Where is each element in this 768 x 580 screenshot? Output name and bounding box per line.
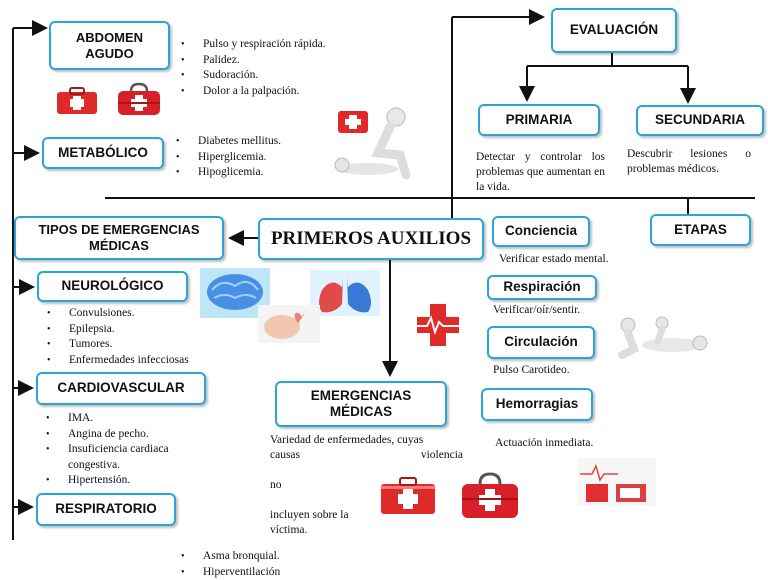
list-item: Insuficiencia cardiaca congestiva. [68,442,218,473]
list-item: Dolor a la palpación. [203,84,326,100]
metabolico-list: Diabetes mellitus. Hiperglicemia. Hipogl… [170,134,281,181]
circulacion-label: Circulación [504,334,578,350]
neurologico-label: NEUROLÓGICO [61,278,163,294]
list-item: Asma bronquial. [203,549,280,565]
list-item: Convulsiones. [69,306,189,322]
list-item: IMA. [68,411,218,427]
heart-pulse-icon [413,300,463,350]
cardiovascular-box: CARDIOVASCULAR [36,372,206,405]
neurologico-box: NEUROLÓGICO [37,271,188,302]
emergencias-medicas-box: EMERGENCIAS MÉDICAS [275,381,447,427]
first-aid-kit-icon [458,470,522,522]
tipos-emergencias-label: TIPOS DE EMERGENCIAS MÉDICAS [19,222,219,253]
etapas-box: ETAPAS [650,214,751,246]
tipos-emergencias-box: TIPOS DE EMERGENCIAS MÉDICAS [14,216,224,260]
primaria-box: PRIMARIA [478,104,600,136]
conciencia-desc: Verificar estado mental. [499,252,609,267]
cardiovascular-label: CARDIOVASCULAR [57,380,184,396]
respiracion-desc: Verificar/oír/sentir. [493,303,580,318]
respiratorio-list: Asma bronquial. Hiperventilación [175,549,280,580]
respiratorio-box: RESPIRATORIO [36,493,176,526]
first-aid-kit-icon [115,82,163,118]
cardiovascular-list: IMA. Angina de pecho. Insuficiencia card… [40,411,218,489]
list-item: Sudoración. [203,68,326,84]
primaria-label: PRIMARIA [506,112,573,128]
abdomen-agudo-label: ABDOMEN AGUDO [70,30,150,61]
desc-line: incluyen sobre la [270,508,362,523]
secundaria-desc: Descubrir lesiones o problemas médicos. [627,147,751,177]
abdomen-agudo-box: ABDOMEN AGUDO [49,21,170,70]
rescue-figure-icon [614,315,710,359]
evaluacion-box: EVALUACIÓN [551,8,677,53]
metabolico-box: METABÓLICO [42,137,164,169]
hemorragias-desc: Actuación inmediata. [495,436,593,451]
lungs-icon [310,270,380,316]
list-item: Hipertensión. [68,473,218,489]
respiracion-box: Respiración [487,275,597,300]
list-item: Angina de pecho. [68,427,218,443]
hemorragias-label: Hemorragias [496,396,579,412]
desc-line: víctima. [270,523,463,538]
respiracion-label: Respiración [503,279,580,295]
primeros-auxilios-box: PRIMEROS AUXILIOS [258,218,484,260]
list-item: Palidez. [203,53,326,69]
metabolico-label: METABÓLICO [58,145,148,161]
evaluacion-label: EVALUACIÓN [570,22,658,38]
emergencias-medicas-label: EMERGENCIAS MÉDICAS [296,388,426,420]
list-item: Tumores. [69,337,189,353]
circulacion-desc: Pulso Carotideo. [493,363,570,378]
conciencia-label: Conciencia [505,223,577,239]
etapas-label: ETAPAS [674,222,727,238]
desc-line: Variedad de enfermedades, cuyas [270,433,463,448]
primaria-desc: Detectar y controlar los problemas que a… [476,150,605,195]
list-item: Epilepsia. [69,322,189,338]
respiratorio-label: RESPIRATORIO [55,501,157,517]
ecg-monitor-icon [578,458,656,506]
neurologico-list: Convulsiones. Epilepsia. Tumores. Enferm… [41,306,189,368]
first-aid-kit-icon [55,86,99,116]
secundaria-label: SECUNDARIA [655,112,745,128]
list-item: Hiperventilación [203,565,280,580]
list-item: Hipoglicemia. [198,165,281,181]
list-item: Pulso y respiración rápida. [203,37,326,53]
abdomen-list: Pulso y respiración rápida. Palidez. Sud… [175,37,326,99]
list-item: Diabetes mellitus. [198,134,281,150]
list-item: Enfermedades infecciosas [69,353,189,369]
desc-line: causas violencia [270,448,463,463]
primeros-auxilios-title: PRIMEROS AUXILIOS [271,228,471,251]
secundaria-box: SECUNDARIA [636,105,764,136]
hemorragias-box: Hemorragias [481,388,593,421]
cpr-figure-icon [330,103,432,183]
chest-pain-icon [258,305,320,343]
circulacion-box: Circulación [487,326,595,359]
list-item: Hiperglicemia. [198,150,281,166]
conciencia-box: Conciencia [492,216,590,247]
first-aid-kit-icon [378,474,438,518]
